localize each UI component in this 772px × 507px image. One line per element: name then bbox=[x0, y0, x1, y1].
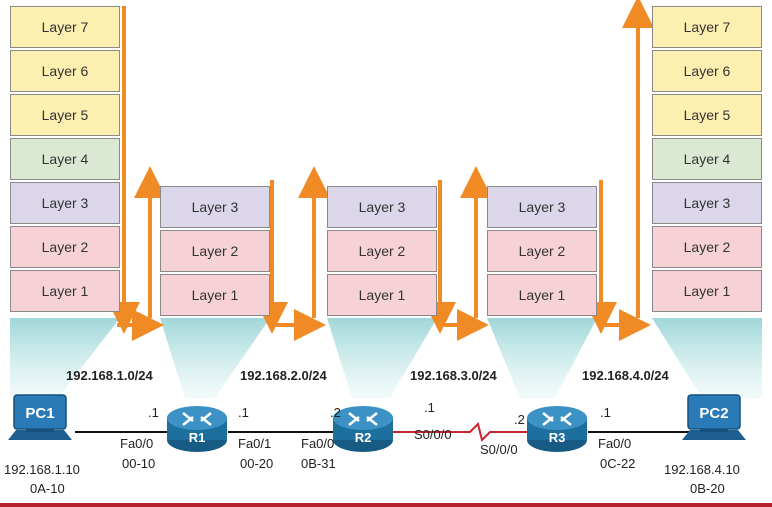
pc2-label: PC2 bbox=[699, 405, 728, 422]
r1-beam bbox=[160, 318, 270, 398]
r2-left-host: .2 bbox=[330, 405, 341, 420]
layer-box: Layer 7 bbox=[652, 6, 762, 48]
pc1-mac: 0A-10 bbox=[30, 481, 65, 496]
r2-right-interface: S0/0/0 bbox=[414, 427, 452, 442]
r3-beam bbox=[487, 318, 597, 398]
network-label: 192.168.1.0/24 bbox=[66, 368, 153, 383]
pc2-ip: 192.168.4.10 bbox=[664, 462, 740, 477]
layer-box: Layer 5 bbox=[652, 94, 762, 136]
layer-box: Layer 4 bbox=[652, 138, 762, 180]
r3-right-interface: Fa0/0 bbox=[598, 436, 632, 451]
r3-left-host: .2 bbox=[514, 412, 525, 427]
svg-text:R2: R2 bbox=[355, 430, 372, 445]
layer-box: Layer 3 bbox=[10, 182, 120, 224]
r2-right-host: .1 bbox=[424, 400, 435, 415]
svg-text:R3: R3 bbox=[549, 430, 566, 445]
flow-arrows bbox=[108, 0, 654, 341]
pc1-beam bbox=[10, 318, 120, 398]
bottom-accent-bar bbox=[0, 503, 772, 507]
r3-left-interface: S0/0/0 bbox=[480, 442, 518, 457]
layer-box: Layer 6 bbox=[10, 50, 120, 92]
layer-box: Layer 4 bbox=[10, 138, 120, 180]
pc1-ip: 192.168.1.10 bbox=[4, 462, 80, 477]
layer-box: Layer 7 bbox=[10, 6, 120, 48]
layer-box: Layer 1 bbox=[160, 274, 270, 316]
layer-box: Layer 3 bbox=[160, 186, 270, 228]
r2-left-interface: Fa0/0 bbox=[301, 436, 335, 451]
svg-text:R1: R1 bbox=[189, 430, 206, 445]
r1-right-host: .1 bbox=[238, 405, 249, 420]
pc2-mac: 0B-20 bbox=[690, 481, 725, 496]
pc2-beam bbox=[652, 318, 762, 398]
r1-left-mac: 00-10 bbox=[122, 456, 156, 471]
pc1-label: PC1 bbox=[25, 405, 54, 422]
layer-box: Layer 1 bbox=[652, 270, 762, 312]
r1-left-interface: Fa0/0 bbox=[120, 436, 154, 451]
layer-box: Layer 1 bbox=[327, 274, 437, 316]
layer-box: Layer 2 bbox=[327, 230, 437, 272]
r1-left-host: .1 bbox=[148, 405, 159, 420]
layer-box: Layer 1 bbox=[10, 270, 120, 312]
layer-box: Layer 2 bbox=[160, 230, 270, 272]
pc1-icon: PC1 bbox=[8, 394, 72, 440]
layer-box: Layer 1 bbox=[487, 274, 597, 316]
layer-box: Layer 2 bbox=[652, 226, 762, 268]
network-label: 192.168.4.0/24 bbox=[582, 368, 669, 383]
r3-right-mac: 0C-22 bbox=[600, 456, 636, 471]
layer-box: Layer 3 bbox=[487, 186, 597, 228]
router-r3-icon: R3 bbox=[527, 406, 587, 452]
layer-box: Layer 5 bbox=[10, 94, 120, 136]
network-label: 192.168.2.0/24 bbox=[240, 368, 327, 383]
pc2-icon: PC2 bbox=[682, 394, 746, 440]
network-label: 192.168.3.0/24 bbox=[410, 368, 497, 383]
layer-box: Layer 6 bbox=[652, 50, 762, 92]
r2-beam bbox=[327, 318, 437, 398]
r1-right-mac: 00-20 bbox=[240, 456, 274, 471]
r1-right-interface: Fa0/1 bbox=[238, 436, 272, 451]
layer-box: Layer 3 bbox=[327, 186, 437, 228]
router-r1-icon: R1 bbox=[167, 406, 227, 452]
r3-right-host: .1 bbox=[600, 405, 611, 420]
serial-link-r2-r3 bbox=[392, 422, 528, 442]
layer-box: Layer 3 bbox=[652, 182, 762, 224]
router-r2-icon: R2 bbox=[333, 406, 393, 452]
layer-box: Layer 2 bbox=[487, 230, 597, 272]
layer-box: Layer 2 bbox=[10, 226, 120, 268]
r2-left-mac: 0B-31 bbox=[301, 456, 336, 471]
